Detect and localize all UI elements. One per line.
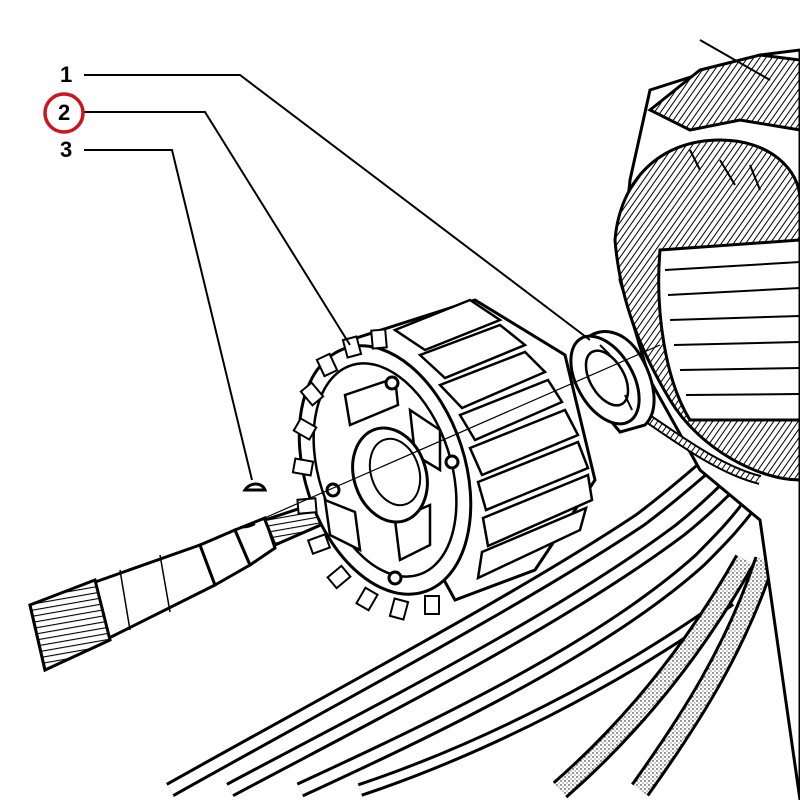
- armature-shaft: [28, 498, 334, 673]
- wiring-harness: [166, 448, 776, 799]
- callout-label-1: 1: [60, 62, 73, 87]
- toothed-pulley: [291, 298, 597, 621]
- callout-label-3: 3: [60, 137, 73, 162]
- callout-leaders: [84, 74, 591, 481]
- axis-center-line: [259, 344, 661, 521]
- callout-label-2: 2: [58, 100, 71, 125]
- stator-housing: [613, 39, 800, 800]
- callout-2-highlight-ring: [43, 92, 85, 134]
- woodruff-key: [242, 482, 268, 492]
- ring-nut: [569, 330, 656, 434]
